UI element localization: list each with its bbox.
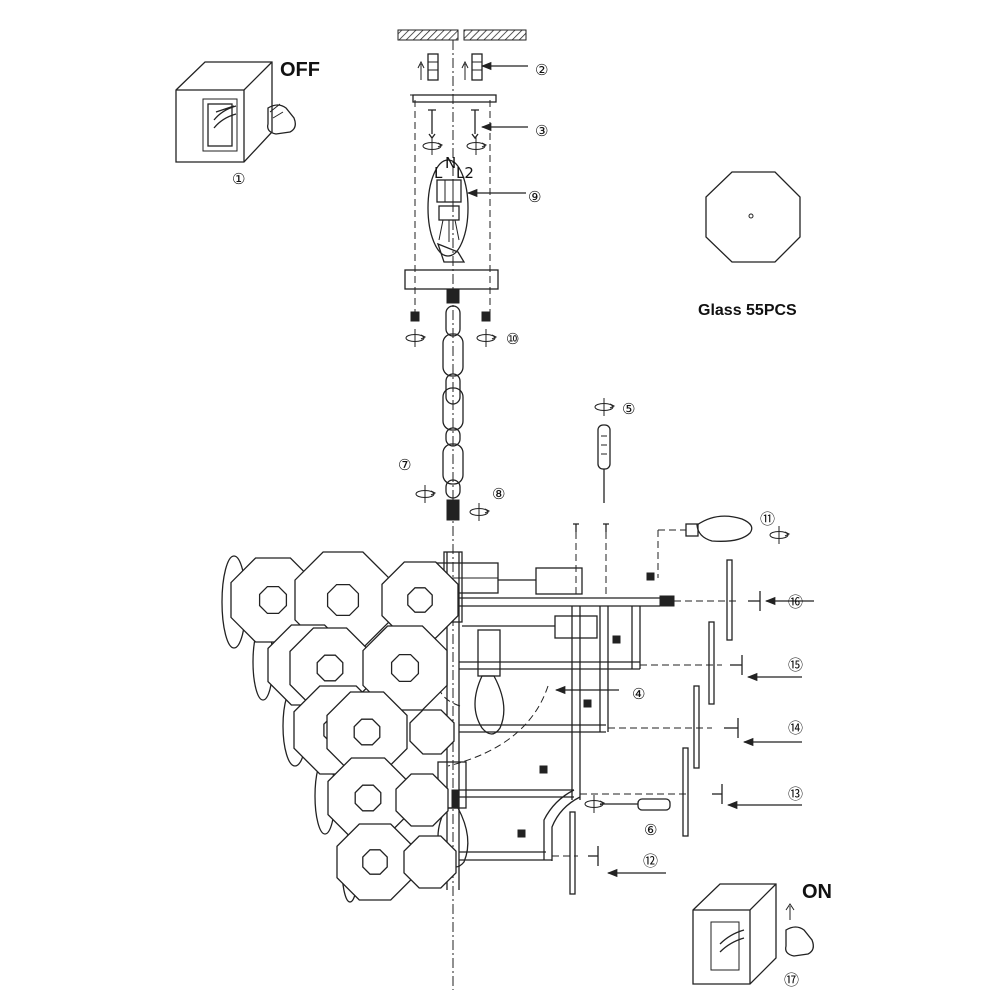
chain-nut [446, 499, 460, 521]
canopy-nuts [405, 311, 497, 348]
canopy [404, 269, 499, 290]
glass-octagon [403, 835, 457, 889]
callout-10: ⑩ [506, 330, 519, 348]
glass-octagon-hole [407, 587, 433, 613]
callout-6: ⑥ [644, 821, 657, 839]
callout-2: ② [535, 61, 548, 79]
arrow-up-icon [461, 60, 469, 80]
arrow-up-icon [417, 60, 425, 80]
small-screws [517, 523, 655, 838]
glass-octagon-hole [326, 583, 360, 617]
chain [442, 305, 464, 499]
callout-9: ⑨ [528, 188, 541, 206]
switch-on-label: ON [802, 881, 832, 903]
bulb-icon [657, 515, 790, 578]
callout-7: ⑦ [398, 456, 411, 474]
switch-off-label: OFF [280, 59, 320, 81]
callout-8: ⑧ [492, 485, 505, 503]
mounting-bracket [410, 94, 497, 103]
glass-octagon-hole [390, 653, 420, 683]
callout-4: ④ [632, 685, 645, 703]
callout-16: ⑯ [788, 593, 803, 611]
glass-octagon-hole [316, 654, 344, 682]
ceiling [397, 29, 527, 41]
glass-octagon-hole [258, 585, 288, 615]
rotate-icon [415, 484, 436, 504]
hand-icon [785, 903, 814, 957]
canopy-hook [446, 288, 460, 304]
hanging-rods [569, 559, 733, 895]
glass-piece [705, 171, 801, 263]
glass-octagon-hole [362, 849, 388, 875]
wall-plug-right [471, 53, 483, 81]
terminal-block: L N L2 [427, 154, 474, 263]
hand-icon [267, 103, 296, 135]
glass-count-label: Glass 55PCS [698, 302, 797, 319]
bracket-screws [422, 109, 487, 156]
wall-plug-left [427, 53, 439, 81]
callout-14: ⑭ [788, 719, 803, 737]
glass-cluster [221, 551, 459, 903]
callout-13: ⑬ [788, 785, 803, 803]
terminal-n-label: N [445, 154, 456, 172]
glass-octagon [395, 773, 449, 827]
callout-1: ① [232, 170, 245, 188]
callout-3: ③ [535, 122, 548, 140]
callout-15: ⑮ [788, 656, 803, 674]
callout-5: ⑤ [622, 400, 635, 418]
callout-12: ⑫ [643, 852, 658, 870]
rotate-icon [469, 502, 490, 522]
terminal-l-label: L [434, 164, 443, 182]
screwdriver-icon [594, 397, 615, 503]
glass-octagon-hole [354, 784, 382, 812]
callout-11: ⑪ [760, 510, 775, 528]
glass-octagon-hole [353, 718, 381, 746]
callout-17: ⑰ [784, 971, 799, 989]
terminal-l2-label: L2 [456, 164, 474, 182]
rod-fasteners [552, 591, 761, 866]
screwdriver-icon [584, 794, 671, 814]
switch-on-box [692, 883, 777, 985]
glass-octagon [409, 709, 455, 755]
switch-off-box [175, 61, 273, 163]
